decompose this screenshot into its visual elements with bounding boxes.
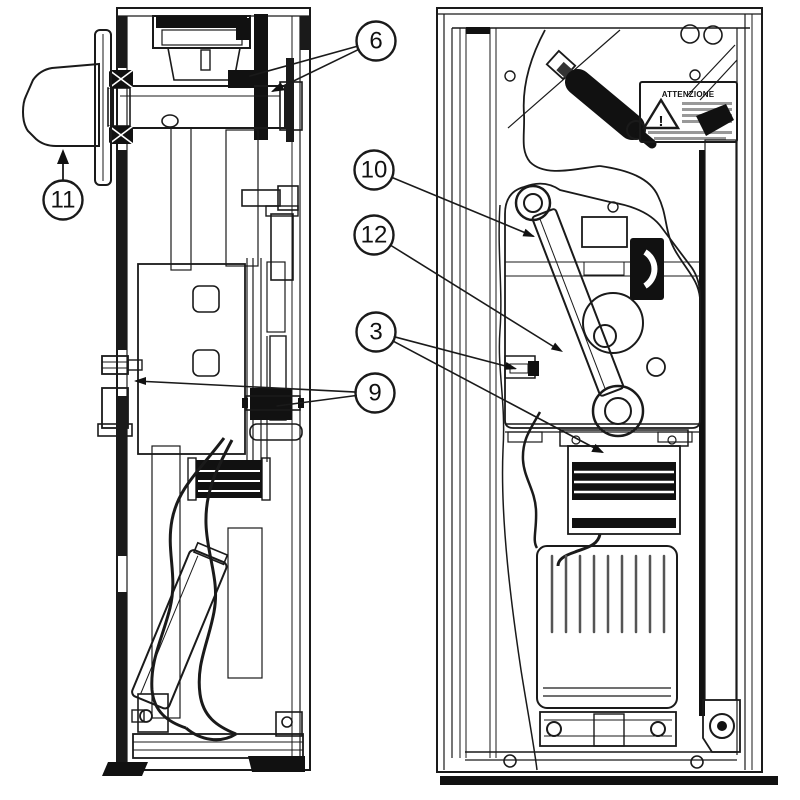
pivot-bolt xyxy=(97,355,143,437)
phone-icon xyxy=(630,238,664,300)
balance-spring-large xyxy=(225,129,259,267)
lower-spring-left xyxy=(151,445,181,719)
callout-6: 6 xyxy=(355,20,397,62)
leader-line-9 xyxy=(135,380,357,393)
housing-profile xyxy=(522,29,601,172)
shaft-flange xyxy=(94,29,112,186)
warning-triangle-icon: ! xyxy=(641,97,681,130)
wall-segment xyxy=(117,592,127,764)
leader-line-3 xyxy=(391,340,603,453)
floor-strip xyxy=(440,776,778,785)
leader-line-3 xyxy=(393,335,516,370)
right-cabinet-assembly: ATTENZIONE ! xyxy=(436,7,778,785)
callout-12: 12 xyxy=(353,214,395,256)
svg-text:3: 3 xyxy=(369,319,382,346)
frame-hole xyxy=(680,24,700,44)
mechanism-housing xyxy=(504,182,701,429)
leader-line-12 xyxy=(389,244,560,351)
display-window xyxy=(581,216,628,248)
wall-segment xyxy=(117,150,127,350)
adjuster-cylinder xyxy=(270,213,294,281)
wall-segment xyxy=(300,16,310,50)
frame-bar xyxy=(254,14,268,140)
crank-boss xyxy=(591,384,645,438)
leader-line-9 xyxy=(276,394,358,407)
foot xyxy=(102,762,148,776)
callouts: 6 11 10 12 3 9 xyxy=(42,20,604,453)
control-box xyxy=(536,545,678,747)
tension-bolt xyxy=(241,189,281,207)
frame-hole xyxy=(703,25,723,45)
wall-segment xyxy=(286,58,294,142)
gearbox-cover-band xyxy=(156,16,247,28)
wall-segment xyxy=(117,396,127,556)
motor-cable xyxy=(556,533,602,567)
rocker-arm xyxy=(531,208,625,397)
callout-9: 9 xyxy=(354,372,396,414)
right-cabinet-base xyxy=(440,751,778,785)
leader-line-6 xyxy=(272,48,360,92)
blade-arm-bracket xyxy=(21,29,112,186)
panel-edge xyxy=(498,204,538,771)
left-cabinet-base xyxy=(102,693,305,776)
callout-3: 3 xyxy=(355,311,397,353)
gear-rack xyxy=(266,261,286,333)
shaft-clamp xyxy=(228,70,254,88)
lift-spring xyxy=(696,104,741,753)
warning-label-title: ATTENZIONE xyxy=(662,90,715,99)
shaft-bearing xyxy=(108,69,134,145)
arm-pivot-boss xyxy=(514,184,552,222)
damper-cylinder xyxy=(131,541,229,710)
solenoid-coil xyxy=(187,457,271,501)
lock-bracket xyxy=(242,388,304,441)
callout-11: 11 xyxy=(42,179,84,221)
top-bolt xyxy=(236,18,250,40)
cable-harness xyxy=(150,437,237,742)
lower-spring-right xyxy=(227,527,263,679)
shock-absorber xyxy=(545,49,657,149)
spring-eyelet xyxy=(161,114,179,128)
balance-spring-small xyxy=(170,127,192,271)
housing-profile xyxy=(599,165,701,299)
leader-line-10 xyxy=(390,176,534,237)
motor-cable xyxy=(521,411,542,549)
mechanism-plate xyxy=(137,263,246,455)
svg-text:9: 9 xyxy=(368,380,381,407)
svg-text:12: 12 xyxy=(361,222,388,249)
wall-segment xyxy=(117,16,127,68)
motor xyxy=(559,429,689,535)
leader-line-6 xyxy=(249,45,359,77)
svg-text:10: 10 xyxy=(361,157,388,184)
leader-arrowheads xyxy=(57,82,604,453)
right-cabinet-shell xyxy=(436,7,763,773)
output-shaft xyxy=(112,85,286,129)
callout-10: 10 xyxy=(353,149,395,191)
svg-text:11: 11 xyxy=(51,187,76,214)
foot xyxy=(248,756,305,772)
left-cabinet-assembly xyxy=(21,7,311,776)
warning-exclamation: ! xyxy=(659,113,664,130)
svg-text:6: 6 xyxy=(369,28,382,55)
cam-disc xyxy=(582,292,644,354)
